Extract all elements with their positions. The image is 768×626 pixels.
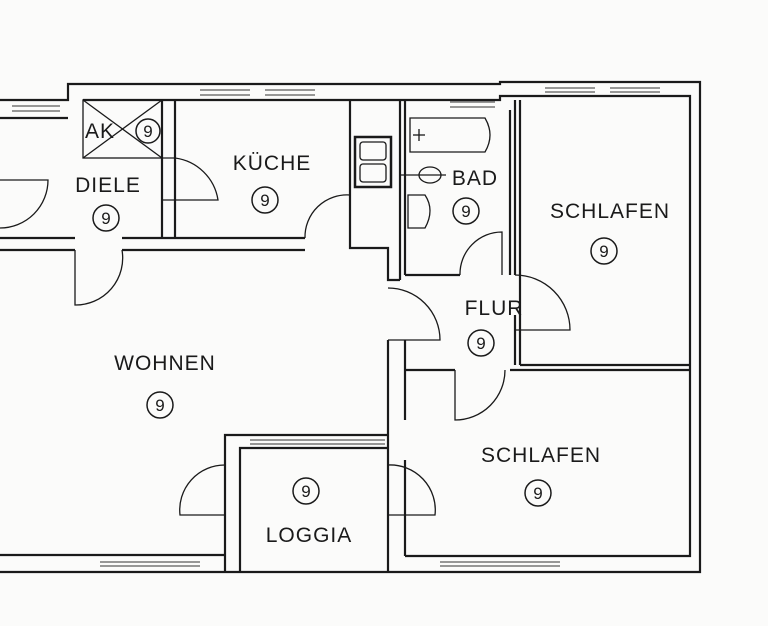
room-label-wohnen: WOHNEN xyxy=(114,352,216,375)
walls xyxy=(0,80,702,574)
kitchen-sink xyxy=(353,135,393,189)
washbasin xyxy=(407,194,431,229)
doors xyxy=(0,157,571,516)
room-label-flur: FLUR xyxy=(465,297,524,320)
room-label-bad: BAD xyxy=(452,167,498,190)
room-number-bad: 9 xyxy=(461,202,470,221)
room-number-diele: 9 xyxy=(101,209,110,228)
room-number-loggia: 9 xyxy=(301,482,310,501)
room-number-wohnen: 9 xyxy=(155,396,164,415)
room-label-schlafen-1: SCHLAFEN xyxy=(550,200,670,223)
room-label-loggia: LOGGIA xyxy=(266,524,353,547)
room-number-schlafen-1: 9 xyxy=(599,242,608,261)
room-label-schlafen-2: SCHLAFEN xyxy=(481,444,601,467)
shaft-ak xyxy=(82,99,163,159)
room-label-ak: AK xyxy=(85,120,115,143)
room-number-ak: 9 xyxy=(143,122,152,141)
room-label-diele: DIELE xyxy=(75,174,141,197)
room-labels: AK 9 DIELE 9 KÜCHE 9 BAD 9 SCHLAFEN 9 FL… xyxy=(75,118,670,547)
room-number-schlafen-2: 9 xyxy=(533,484,542,503)
room-label-kueche: KÜCHE xyxy=(233,152,312,175)
fixtures xyxy=(82,99,491,229)
room-number-kueche: 9 xyxy=(260,191,269,210)
bathtub xyxy=(409,117,491,153)
room-number-flur: 9 xyxy=(476,334,485,353)
windows xyxy=(12,87,660,567)
